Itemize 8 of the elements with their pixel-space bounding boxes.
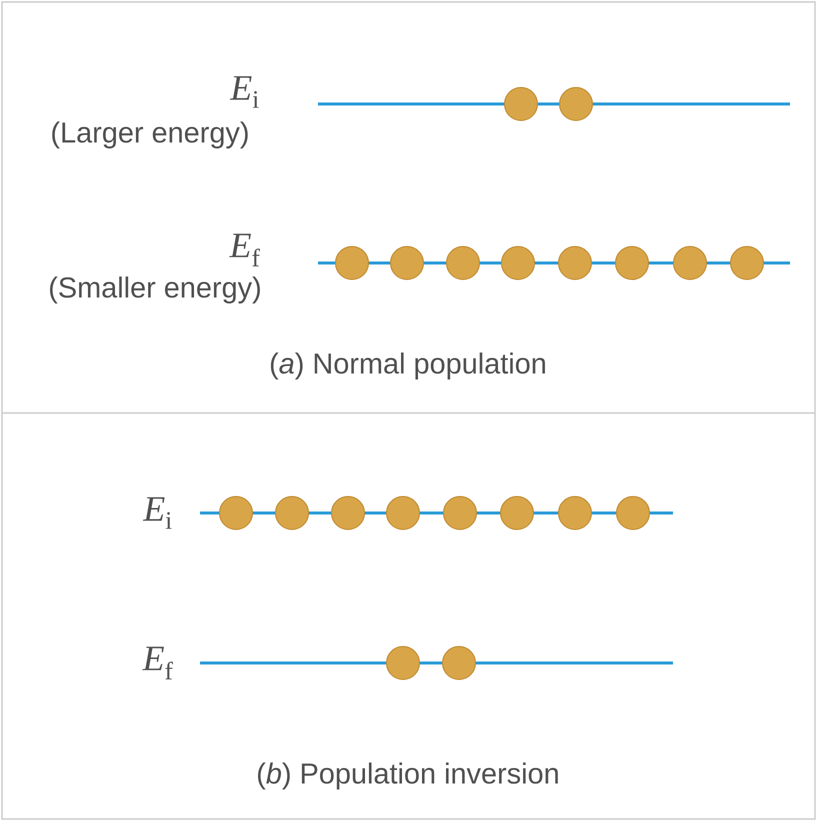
caption: (b) Population inversion [258, 762, 558, 790]
level-label: E$_{f}$ [229, 234, 260, 266]
energy-label: (Larger energy) [52, 122, 248, 148]
caption: (a) Normal population [270, 352, 545, 380]
level-label: E$_{i}$ [142, 497, 172, 529]
level-label: E$_{i}$ [230, 76, 259, 108]
energy-label: (Smaller energy) [50, 276, 260, 304]
level-label: E$_{f}$ [142, 646, 173, 680]
